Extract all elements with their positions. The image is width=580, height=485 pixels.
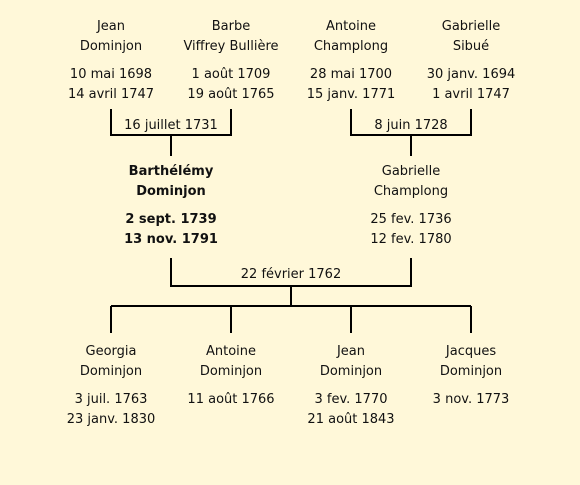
birth-date: 10 mai 1698 [69, 67, 153, 82]
birth-date: 30 janv. 1694 [426, 67, 516, 82]
last-name: Dominjon [79, 39, 143, 54]
birth-date: 1 août 1709 [191, 67, 271, 82]
last-name: Dominjon [319, 364, 383, 379]
death-date: 15 janv. 1771 [306, 87, 396, 102]
birth-date: 3 juil. 1763 [74, 392, 148, 407]
birth-date: 11 août 1766 [187, 392, 275, 407]
last-name: Champlong [373, 184, 449, 199]
death-date: 1 avril 1747 [432, 87, 510, 102]
last-name: Dominjon [136, 184, 206, 199]
marriage-date-right: 8 juin 1728 [371, 118, 451, 134]
death-date: 23 janv. 1830 [66, 412, 156, 427]
first-name: Gabrielle [441, 19, 501, 34]
last-name: Sibué [452, 39, 490, 54]
last-name: Dominjon [79, 364, 143, 379]
birth-date: 3 nov. 1773 [432, 392, 510, 407]
death-date: 12 fev. 1780 [370, 232, 452, 247]
first-name: Antoine [205, 344, 257, 359]
first-name: Barbe [211, 19, 251, 34]
marriage-date-parents: 22 février 1762 [237, 267, 345, 283]
death-date: 19 août 1765 [187, 87, 275, 102]
first-name: Antoine [325, 19, 377, 34]
marriage-date-left: 16 juillet 1731 [121, 118, 221, 134]
death-date: 21 août 1843 [307, 412, 395, 427]
first-name: Georgia [85, 344, 137, 359]
last-name: Dominjon [199, 364, 263, 379]
birth-date: 2 sept. 1739 [125, 212, 217, 227]
birth-date: 28 mai 1700 [309, 67, 393, 82]
birth-date: 25 fev. 1736 [370, 212, 452, 227]
first-name: Barthélémy [128, 164, 214, 179]
last-name: Champlong [313, 39, 389, 54]
first-name: Jacques [445, 344, 497, 359]
death-date: 14 avril 1747 [67, 87, 155, 102]
birth-date: 3 fev. 1770 [314, 392, 388, 407]
death-date: 13 nov. 1791 [124, 232, 218, 247]
last-name: Viffrey Bullière [183, 39, 279, 54]
first-name: Gabrielle [381, 164, 441, 179]
first-name: Jean [96, 19, 126, 34]
first-name: Jean [336, 344, 366, 359]
last-name: Dominjon [439, 364, 503, 379]
